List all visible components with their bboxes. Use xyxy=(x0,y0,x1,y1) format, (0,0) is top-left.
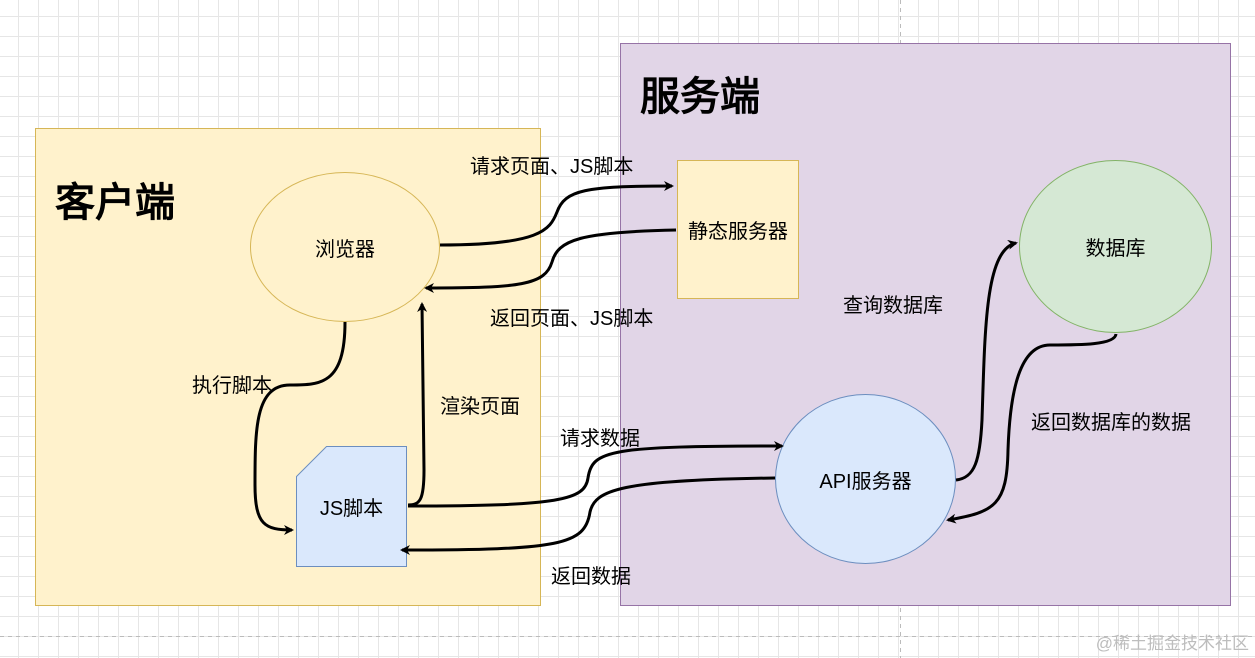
static-server-label: 静态服务器 xyxy=(688,221,788,243)
js-script-label: JS脚本 xyxy=(319,498,384,520)
request-data-arrow[interactable] xyxy=(407,441,784,508)
request-page-arrow[interactable] xyxy=(439,181,674,247)
api-server-label: API服务器 xyxy=(819,470,912,493)
return-page-arrow[interactable] xyxy=(424,228,677,293)
query-db-label: 查询数据库 xyxy=(843,295,943,317)
database-node[interactable]: 数据库 xyxy=(1019,160,1212,333)
browser-node[interactable]: 浏览器 xyxy=(250,172,440,322)
return-data-label: 返回数据 xyxy=(551,566,631,588)
database-label: 数据库 xyxy=(1085,238,1146,260)
return-data-arrow[interactable] xyxy=(400,476,776,555)
browser-label: 浏览器 xyxy=(315,238,375,261)
client-region-title: 客户端 xyxy=(55,181,175,225)
js-script-node[interactable]: JS脚本 xyxy=(296,446,407,567)
return-db-data-label: 返回数据库的数据 xyxy=(1031,412,1191,434)
watermark: @稀土掘金技术社区 xyxy=(1095,634,1249,653)
canvas-guide-horizontal xyxy=(0,636,1255,637)
request-data-label: 请求数据 xyxy=(560,428,640,450)
static-server-node[interactable]: 静态服务器 xyxy=(677,160,799,299)
api-server-node[interactable]: API服务器 xyxy=(775,394,956,564)
server-region-title: 服务端 xyxy=(640,75,760,119)
return-page-label: 返回页面、JS脚本 xyxy=(490,308,654,330)
render-page-arrow[interactable] xyxy=(407,302,428,507)
request-page-label: 请求页面、JS脚本 xyxy=(470,156,634,178)
card-shape-icon xyxy=(296,446,407,567)
render-page-label: 渲染页面 xyxy=(440,396,520,418)
query-db-arrow[interactable] xyxy=(955,239,1018,482)
return-db-data-arrow[interactable] xyxy=(946,333,1118,524)
execute-script-arrow[interactable] xyxy=(253,321,347,535)
execute-script-label: 执行脚本 xyxy=(192,375,272,397)
